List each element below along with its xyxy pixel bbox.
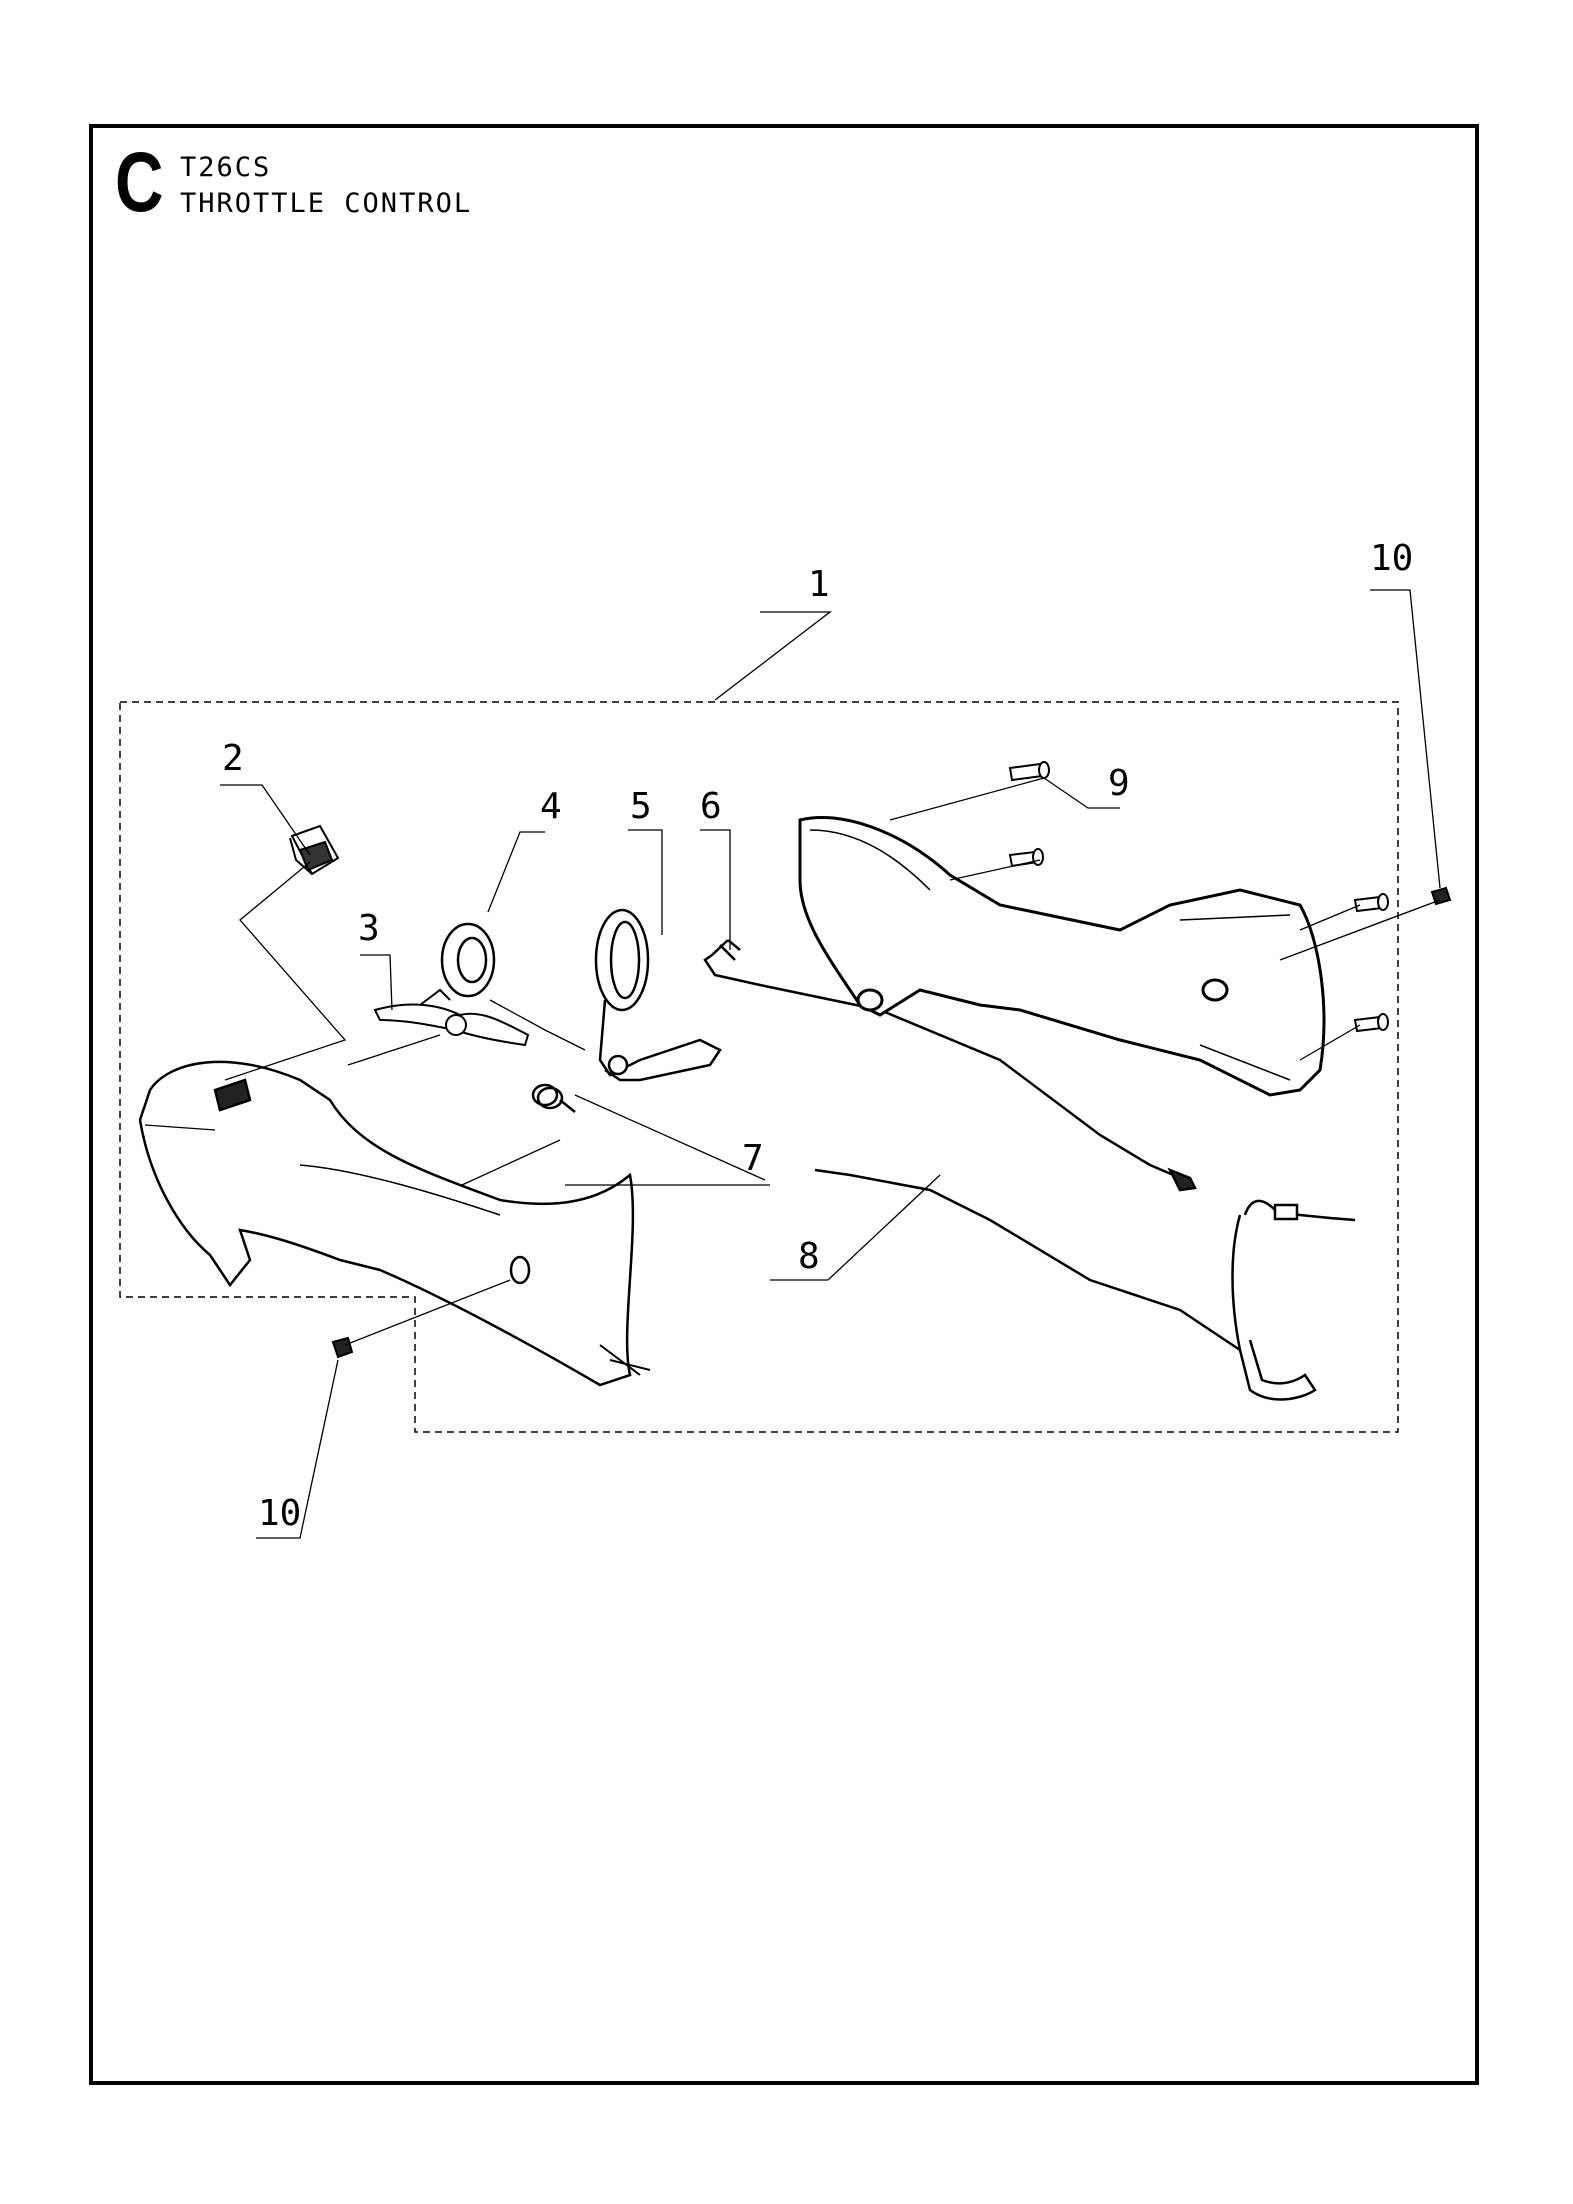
section-letter: C bbox=[115, 135, 164, 229]
kit-boundary bbox=[119, 701, 1399, 1433]
part-5-throttle-trigger bbox=[594, 908, 722, 1082]
callout-4: 4 bbox=[540, 786, 562, 827]
callout-1: 1 bbox=[808, 564, 830, 605]
callout-7: 7 bbox=[742, 1138, 764, 1179]
callout-2: 2 bbox=[222, 738, 244, 779]
callout-9: 9 bbox=[1108, 763, 1130, 804]
part-8-cable bbox=[814, 1168, 1356, 1401]
handle-upper-half bbox=[798, 816, 1326, 1097]
page-frame bbox=[89, 124, 1479, 2085]
section-title: THROTTLE CONTROL bbox=[180, 188, 473, 219]
part-2-switch bbox=[289, 824, 340, 876]
title-block: T26CS THROTTLE CONTROL bbox=[180, 150, 472, 222]
part-10-fasteners bbox=[331, 886, 1452, 1359]
part-4-ring bbox=[440, 922, 496, 998]
model-name: T26CS bbox=[180, 152, 272, 183]
callout-3: 3 bbox=[358, 908, 380, 949]
leader-lines bbox=[220, 589, 1441, 1539]
part-7-spring bbox=[531, 1083, 576, 1113]
callout-6: 6 bbox=[700, 786, 722, 827]
callout-10-bottom: 10 bbox=[258, 1493, 301, 1534]
callout-8: 8 bbox=[798, 1236, 820, 1277]
callout-10-top: 10 bbox=[1370, 538, 1413, 579]
callout-5: 5 bbox=[630, 786, 652, 827]
part-3-lever bbox=[373, 988, 530, 1047]
handle-lower-half bbox=[138, 1060, 651, 1387]
